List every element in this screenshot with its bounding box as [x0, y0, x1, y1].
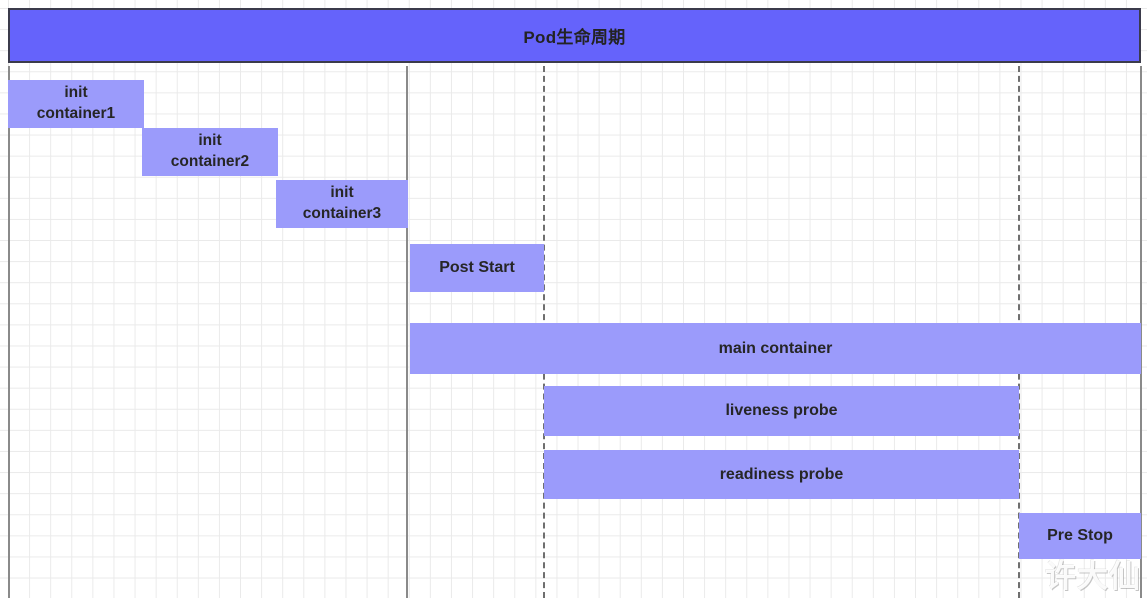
bar-init-container2: init container2	[142, 128, 278, 176]
bar-label: readiness probe	[719, 465, 844, 483]
bar-init-container1: init container1	[8, 80, 144, 128]
diagram-title-bar: Pod生命周期	[8, 8, 1141, 63]
bar-pre-stop: Pre Stop	[1019, 513, 1141, 559]
bar-label: init container3	[302, 184, 382, 222]
init-phase-end-line	[406, 66, 408, 598]
bar-main-container: main container	[410, 323, 1141, 374]
bar-label: init container1	[36, 84, 116, 122]
bar-label: Pre Stop	[1047, 527, 1113, 545]
bar-init-container3: init container3	[276, 180, 408, 228]
bar-label: liveness probe	[725, 402, 838, 420]
left-edge-line	[8, 66, 10, 598]
bar-label: main container	[718, 339, 833, 357]
page-title: Pod生命周期	[523, 28, 626, 47]
bar-liveness-probe: liveness probe	[544, 386, 1019, 436]
bar-label: init container2	[170, 132, 250, 170]
bar-readiness-probe: readiness probe	[544, 450, 1019, 499]
right-edge-line	[1140, 66, 1142, 598]
bar-label: Post Start	[439, 259, 515, 277]
bar-post-start: Post Start	[410, 244, 544, 292]
